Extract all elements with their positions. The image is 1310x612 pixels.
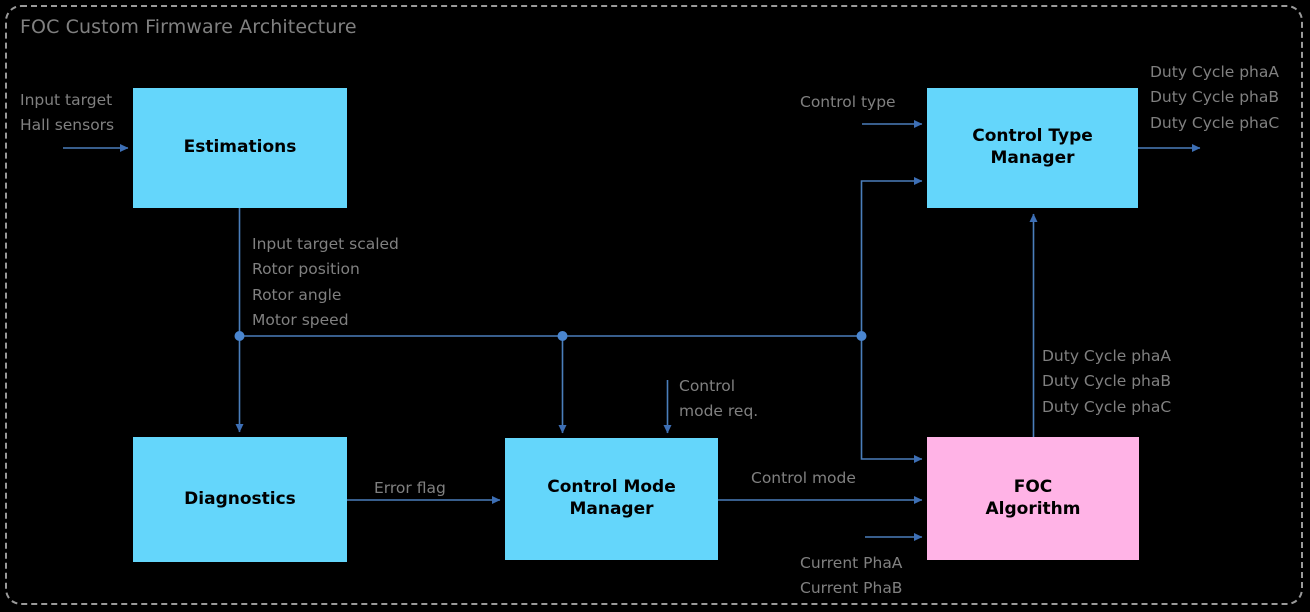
label-control-type: Control type [800,93,896,111]
label-control-mode: Control mode [751,469,856,487]
block-control-mode-manager-label: Control Mode Manager [547,477,676,519]
label-input-target-hall-sensors: Input target Hall sensors [20,91,115,135]
block-control-mode-manager[interactable]: Control Mode Manager [505,438,718,560]
block-control-type-manager-label: Control Type Manager [972,126,1093,168]
junction-dot-cmm [557,331,568,341]
block-estimations[interactable]: Estimations [133,88,347,208]
page-title: FOC Custom Firmware Architecture [20,16,357,38]
junction-dot-right [856,331,867,341]
label-duty-cycle-outputs-top: Duty Cycle phaA Duty Cycle phaB Duty Cyc… [1150,63,1280,132]
block-diagnostics[interactable]: Diagnostics [133,437,347,562]
label-current-phases: Current PhaA Current PhaB [800,554,903,598]
block-foc-algorithm-label: FOC Algorithm [985,476,1081,519]
label-control-mode-req: Control mode req. [679,377,759,421]
block-estimations-label: Estimations [183,137,297,158]
label-estimation-outputs: Input target scaled Rotor position Rotor… [252,235,399,329]
block-diagnostics-label: Diagnostics [184,488,296,509]
junction-dot-estimations [234,331,245,341]
label-error-flag: Error flag [374,479,446,497]
wire-bus-to-foc-algorithm [860,336,923,464]
wire-bus-to-control-type-manager [860,176,923,336]
label-duty-cycle-feedback: Duty Cycle phaA Duty Cycle phaB Duty Cyc… [1042,347,1172,416]
block-foc-algorithm[interactable]: FOC Algorithm [927,437,1139,560]
block-control-type-manager[interactable]: Control Type Manager [927,88,1138,208]
